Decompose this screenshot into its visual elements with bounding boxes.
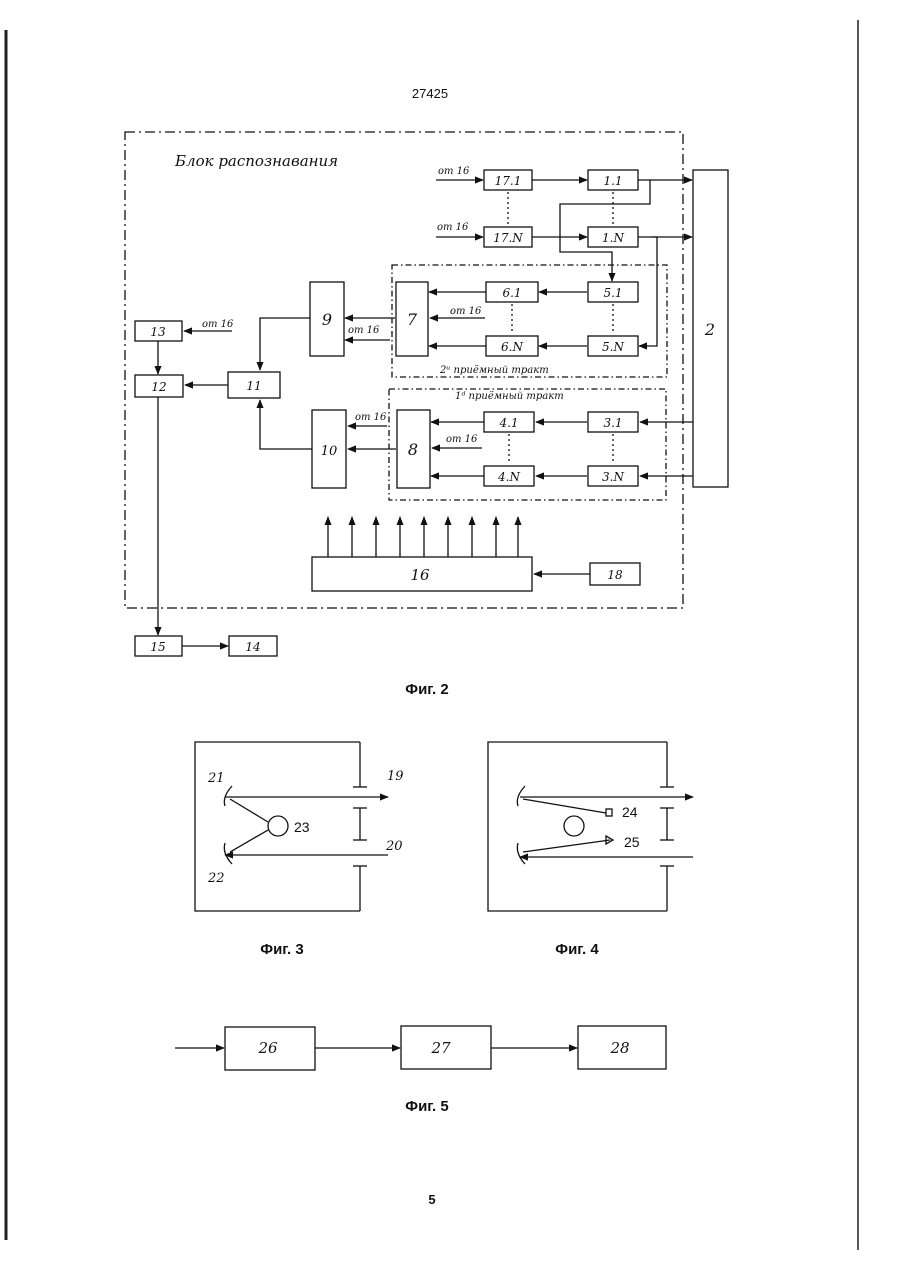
document-number: 27425	[412, 86, 448, 101]
block-12-label: 12	[151, 380, 166, 394]
block-4-1-label: 4.1	[498, 416, 518, 430]
block-6-1-label: 6.1	[502, 286, 521, 300]
fig3-caption: Фиг. 3	[260, 941, 303, 958]
block-8-label: 8	[408, 440, 418, 459]
block-28-label: 28	[609, 1039, 629, 1057]
block-6-N-label: 6.N	[501, 340, 523, 354]
fig3-label-19: 19	[387, 769, 404, 784]
mirror-21	[224, 786, 232, 806]
block-1-N-label: 1.N	[602, 231, 624, 245]
from16-label-9: от 16	[348, 325, 380, 336]
receive-path-1-label: 1ᵈ приёмный тракт	[455, 391, 564, 402]
fig3-label-23: 23	[294, 819, 310, 835]
fig4-diagram: 24 25	[488, 742, 693, 911]
block-11-label: 11	[246, 379, 261, 393]
block-5-N-label: 5.N	[602, 340, 624, 354]
block-16-label: 16	[410, 566, 430, 584]
block-1-1-label: 1.1	[603, 174, 622, 188]
block-7-label: 7	[407, 310, 418, 329]
block-15-label: 15	[150, 640, 165, 654]
source-fig4	[564, 816, 584, 836]
fig3-label-22: 22	[207, 871, 225, 886]
block-5-1-label: 5.1	[603, 286, 622, 300]
fig4-label-24: 24	[622, 804, 638, 820]
block-13-label: 13	[150, 325, 166, 339]
fig2-block-diagram: Блок распознавания 2ᵘ приёмный тракт 1ᵈ …	[125, 132, 728, 656]
fig3-label-20: 20	[385, 839, 403, 854]
page-number: 5	[428, 1192, 435, 1207]
from16-label-13: от 16	[202, 319, 234, 330]
block-18-label: 18	[607, 568, 623, 582]
block-14-label: 14	[245, 640, 260, 654]
block-17-N-label: 17.N	[493, 231, 523, 245]
detector-24	[606, 809, 612, 816]
block-10-label: 10	[321, 444, 338, 459]
block-2-label: 2	[704, 320, 715, 339]
fig5-caption: Фиг. 5	[405, 1098, 448, 1115]
from16-label-10: от 16	[355, 412, 387, 423]
fig4-label-25: 25	[624, 834, 640, 850]
block-17-1-label: 17.1	[495, 174, 522, 188]
fig3-diagram: 21 19 23 20 22	[195, 742, 404, 911]
fig5-diagram: 26 27 28	[175, 1026, 666, 1070]
from16-label-17-N: от 16	[437, 222, 469, 233]
block-4-N-label: 4.N	[497, 470, 520, 484]
block-26-label: 26	[257, 1039, 278, 1057]
recognition-block-title: Блок распознавания	[174, 152, 338, 170]
fig3-label-21: 21	[207, 771, 225, 786]
mirror-22	[224, 843, 232, 864]
from16-label-17-1: от 16	[438, 166, 470, 177]
fig2-caption: Фиг. 2	[405, 681, 448, 698]
block-3-N-label: 3.N	[602, 470, 624, 484]
fig4-caption: Фиг. 4	[555, 941, 599, 958]
receive-path-2-label: 2ᵘ приёмный тракт	[439, 365, 549, 376]
source-23	[268, 816, 288, 836]
block-27-label: 27	[430, 1039, 451, 1057]
from16-label-8: от 16	[446, 434, 478, 445]
block-3-1-label: 3.1	[603, 416, 622, 430]
from16-label-7: от 16	[450, 306, 482, 317]
block-9-label: 9	[322, 310, 332, 329]
